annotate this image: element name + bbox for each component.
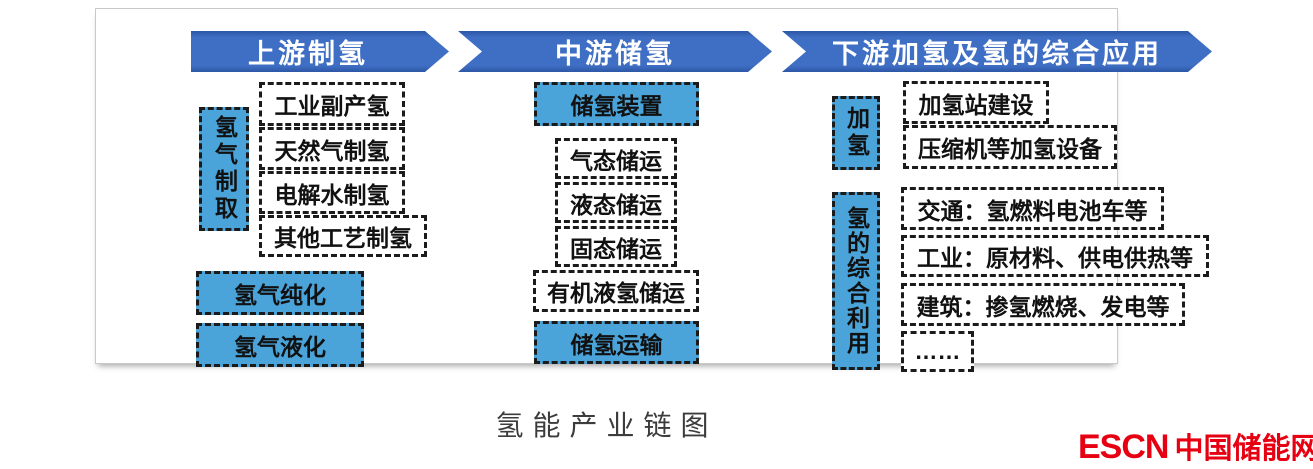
node-other-process-h2: 其他工艺制氢 [259, 215, 427, 257]
node-gaseous-storage: 气态储运 [555, 138, 677, 179]
stage-arrow-downstream: 下游加氢及氢的综合应用 [782, 31, 1212, 72]
group-label-h2-production: 氢气制取 [199, 107, 249, 231]
stage-arrow-upstream: 上游制氢 [191, 31, 449, 72]
node-h2-purification: 氢气纯化 [196, 271, 364, 315]
node-industry-use: 工业：原材料、供电供热等 [901, 235, 1209, 277]
figure-caption: 氢能产业链图 [495, 409, 718, 442]
node-h2-liquefaction: 氢气液化 [196, 323, 364, 367]
node-compressor-equipment: 压缩机等加氢设备 [903, 125, 1117, 169]
stage-arrow-label: 中游储氢 [555, 39, 675, 69]
node-building-use: 建筑：掺氢燃烧、发电等 [901, 283, 1185, 326]
node-industrial-byproduct-h2: 工业副产氢 [259, 82, 405, 126]
node-organic-liquid-storage: 有机液氢储运 [533, 270, 699, 312]
diagram-panel: 上游制氢 中游储氢 下游加氢及氢的综合应用 氢气制取 工业副产氢 天然气制氢 电… [95, 8, 1118, 372]
node-solid-storage: 固态储运 [555, 226, 677, 267]
node-transport-fuel-cell: 交通：氢燃料电池车等 [901, 187, 1164, 230]
node-liquid-storage: 液态储运 [555, 182, 677, 223]
stage-arrow-label: 上游制氢 [248, 39, 368, 69]
node-electrolysis-h2: 电解水制氢 [259, 171, 405, 214]
escn-logo: ESCN 中国储能网 [1078, 425, 1313, 467]
node-refueling-station: 加氢站建设 [903, 81, 1049, 124]
node-storage-transport: 储氢运输 [534, 321, 699, 364]
stage-arrow-midstream: 中游储氢 [458, 31, 772, 72]
node-natural-gas-h2: 天然气制氢 [259, 127, 405, 170]
logo-cjk: 中国储能网 [1174, 433, 1313, 465]
node-storage-device: 储氢装置 [534, 82, 699, 126]
group-label-refueling: 加氢 [832, 96, 880, 170]
logo-latin: ESCN [1078, 428, 1169, 466]
node-ellipsis: …… [901, 331, 974, 372]
stage-arrow-label: 下游加氢及氢的综合应用 [832, 39, 1162, 69]
group-label-comprehensive-use: 氢的综合利用 [832, 192, 880, 370]
